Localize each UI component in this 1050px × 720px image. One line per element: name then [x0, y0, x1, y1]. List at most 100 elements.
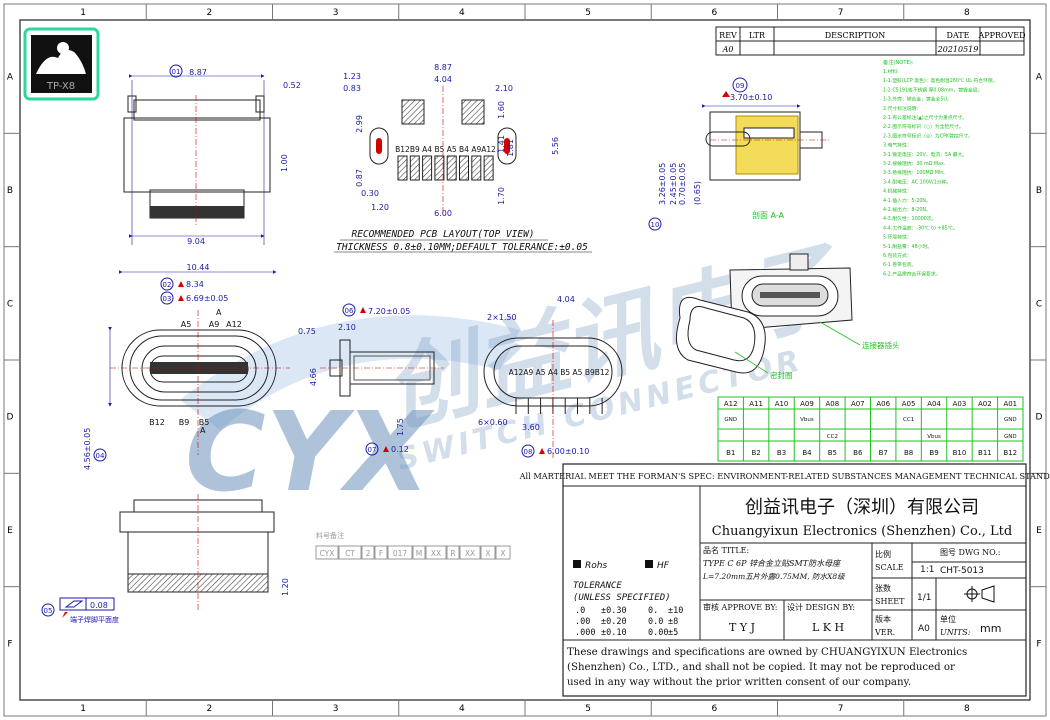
part-no-cell [315, 545, 339, 560]
tol-linear-value: ±0.30 [601, 606, 627, 616]
part-no-cell [361, 545, 375, 560]
pcb-dim: 5.56 [551, 137, 560, 155]
note-line: 6.包装方式： [883, 252, 912, 259]
callout-02: 02 [163, 281, 172, 289]
grid-col-label-top: 5 [585, 8, 591, 18]
note-line: 3-2.接触阻抗：30 mΩ Max. [883, 160, 945, 167]
part-no-cell [387, 545, 413, 560]
part-no-cell [412, 545, 426, 560]
approved-header: APPROVED [977, 31, 1025, 40]
hf-label: HF [657, 561, 670, 571]
scale-label-cn: 比例 [875, 549, 891, 559]
rear-pin-label: A12 [509, 368, 524, 377]
grid-row-label-right: C [1036, 299, 1042, 309]
front-view: 01 8.87 0.52 1.00 9.04 [123, 64, 301, 246]
part-no-code: X [500, 549, 505, 558]
side-dim-top: 3.70±0.10 [730, 93, 772, 102]
pin-top-signal: CC1 [903, 417, 914, 423]
footer-line-2: (Shenzhen) Co., LTD., and shall not be c… [567, 661, 955, 673]
part-no-code: X [485, 549, 490, 558]
pin-bottom-label: B2 [751, 449, 760, 457]
face-dim-3: 6.69±0.05 [186, 294, 228, 303]
pcb-title: RECOMMENDED PCB LAYOUT(TOP VIEW) [351, 229, 534, 240]
callout-06: 06 [345, 307, 354, 315]
rear-pin-label: A5 [573, 368, 583, 377]
pin-table: A12GNDB1A11B2A10B3A09VbusB4A08CC2B5A07B6… [717, 396, 1024, 462]
description-header: DESCRIPTION [825, 31, 885, 40]
pcb-pin-label: A9 [471, 145, 481, 154]
pin-bottom-label: B3 [777, 449, 786, 457]
pin-top-signal: GND [724, 417, 737, 423]
part-no-cell [446, 545, 460, 560]
profile-dim-6: 7.20±0.05 [368, 307, 410, 316]
face-pin-bottom: B12 [149, 418, 165, 427]
pin-top-label: A10 [775, 400, 789, 408]
rohs-label: Rohs [585, 561, 607, 571]
pcb-pad [446, 155, 457, 181]
scale-label-en: SCALE [875, 563, 904, 572]
notes-title: 备注(NOTE): [883, 58, 914, 66]
note-line: 2.尺寸标注说明： [883, 105, 921, 112]
part-no-cell [374, 545, 388, 560]
part-no-code: 2 [366, 549, 371, 558]
face-pin-top: A9 [209, 320, 220, 329]
note-line: 3.电气特性： [883, 142, 912, 149]
iso-label-plug: 连接器插头 [862, 340, 900, 350]
grid-col-label-top: 3 [333, 8, 339, 18]
front-dim-top: 8.87 [189, 68, 207, 77]
pin-top-label: A04 [927, 400, 941, 408]
bottom-view: 05 0.08 端子焊脚平面度 1.20 [41, 494, 290, 624]
bottom-dim-flatness: 0.08 [90, 601, 108, 610]
rear-pin-label: B12 [595, 368, 610, 377]
rear-pin-label: A9 [523, 368, 533, 377]
tol-linear-place: .000 [575, 628, 595, 638]
pin-bottom-signal: Vbus [927, 434, 941, 440]
material-statement: All MARTERIAL MEET THE FORMAN'S SPEC: EN… [519, 471, 1050, 481]
pin-bottom-label: B5 [828, 449, 837, 457]
note-line: 3-4.耐电压：AC 100V/1分钟。 [883, 178, 951, 185]
approve-label: 审核 APPROVE BY: [703, 602, 777, 612]
title-line-1: TYPE C 6P 锌合金立贴SMT防水母座 [703, 559, 842, 568]
isometric-view: 连接器插头 密封圈 [675, 253, 900, 380]
grid-row-label-right: F [1036, 639, 1041, 649]
grid-row-label-left: C [7, 299, 13, 309]
callout-01: 01 [172, 68, 181, 76]
units-label-cn: 单位 [940, 614, 956, 624]
part-no-code: CYX [320, 549, 335, 558]
ver-label-cn: 版本 [875, 614, 891, 624]
section-label: 剖面 A-A [752, 210, 785, 220]
pin-bottom-label: B6 [853, 449, 863, 457]
pin-top-label: A03 [953, 400, 967, 408]
grid-col-label-top: 4 [459, 8, 465, 18]
pinout-dim-pitch: 2×1.50 [487, 313, 517, 322]
tol-angle-place: 0. [648, 606, 658, 616]
pin-bottom-label: B4 [802, 449, 812, 457]
pcb-subtitle: THICKNESS 0.8±0.10MM;DEFAULT TOLERANCE:±… [336, 242, 588, 253]
ver-value: A0 [918, 624, 930, 634]
tol-linear-value: ±0.20 [601, 617, 627, 627]
design-label: 设计 DESIGN BY: [787, 602, 855, 612]
grid-col-label-top: 2 [207, 8, 213, 18]
note-line: 4-2.拔出力：8-20N。 [883, 206, 931, 213]
title-line-2: L=7.20mm五片外露0.75MM, 防水X8级 [702, 572, 845, 581]
part-no-cell [459, 545, 481, 560]
note-line: 1.材料: [883, 68, 899, 75]
callout-08: 08 [524, 448, 533, 456]
pcb-dim: 2.99 [355, 115, 364, 133]
note-line: 3-3.绝缘阻抗：100MΩ Min. [883, 169, 945, 176]
pin-top-signal: GND [1004, 417, 1017, 423]
grid-row-label-left: E [7, 526, 13, 536]
note-line: 1-1.塑胶(LCP 黑色)：黑色耐温260℃ UL 符合环保。 [883, 77, 997, 84]
pin-top-label: A07 [851, 400, 865, 408]
sheet-label-en: SHEET [875, 597, 905, 606]
tol-angle-place: 0.00 [648, 628, 668, 638]
pcb-dim: 1.70 [497, 187, 506, 205]
pcb-pin-label: A4 [422, 145, 432, 154]
profile-dim-7: 0.12 [391, 445, 409, 454]
tol-angle-value: ±10 [668, 606, 683, 616]
